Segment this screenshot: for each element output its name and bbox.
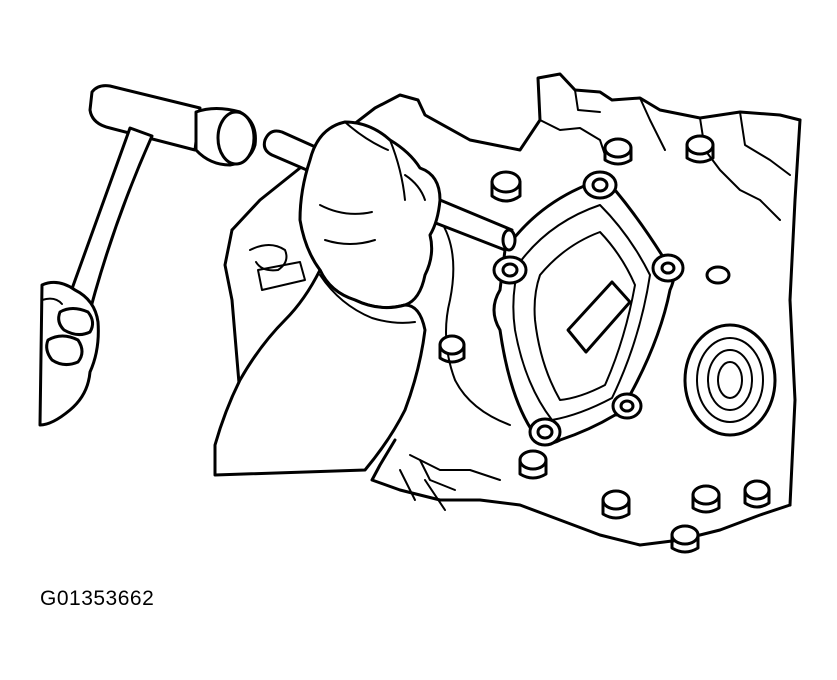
dowel-pin <box>431 198 517 252</box>
extension-cover-flange <box>492 170 685 447</box>
bolt-top-mid <box>603 137 633 166</box>
bolt-lower-mid <box>601 489 631 520</box>
bolt-top-right <box>685 134 715 164</box>
bolt-lower-left <box>518 449 548 480</box>
arm-sleeve <box>213 268 427 477</box>
housing-bolts <box>438 134 771 554</box>
bolt-left <box>438 334 466 364</box>
bolt-lower-right <box>691 484 721 514</box>
figure-id-label: G01353662 <box>40 587 155 610</box>
bolt-far-right <box>743 479 771 509</box>
hand-holding-hammer <box>38 280 100 427</box>
output-seal <box>683 323 777 437</box>
bolt-mid-right <box>705 265 731 285</box>
flange-bolt-holes <box>492 170 685 447</box>
bolt-bottom-right <box>670 524 700 554</box>
bolt-top-left <box>490 170 522 203</box>
hammer <box>58 84 257 332</box>
transmission-housing <box>223 72 802 547</box>
hand-holding-punch <box>298 120 442 310</box>
